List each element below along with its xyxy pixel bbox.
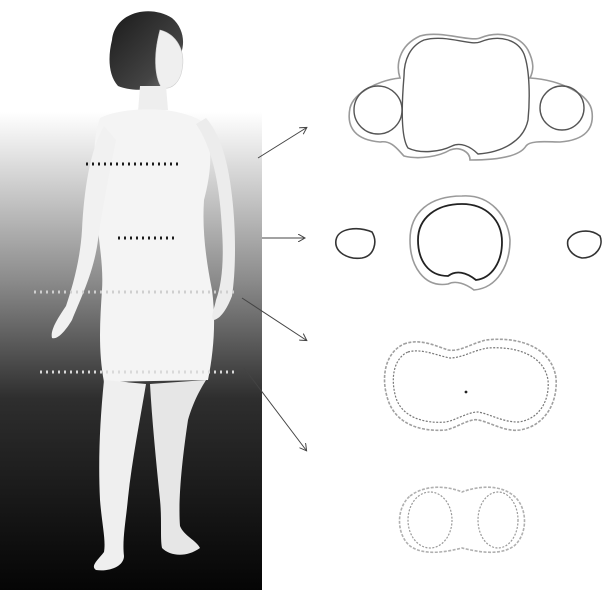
chest-section [349, 34, 592, 160]
left-arm-section [354, 86, 402, 134]
right-arm-section [540, 86, 584, 130]
upper-torso-outer [410, 196, 510, 290]
waist-inner [393, 348, 548, 423]
right-arm-section-2 [568, 231, 601, 258]
arrow-chest [258, 128, 306, 158]
upper-torso-section [336, 196, 601, 290]
left-arm-section-2 [336, 229, 375, 259]
thigh-outer [400, 487, 525, 552]
left-thigh [408, 492, 452, 548]
waist-center-dot [465, 391, 468, 394]
thigh-section [400, 487, 525, 552]
upper-torso-inner [418, 204, 502, 280]
neck [138, 86, 168, 112]
chest-outline-outer [349, 34, 592, 160]
waist-section [385, 339, 557, 430]
chest-outline-inner [402, 38, 529, 154]
right-thigh [478, 492, 518, 548]
